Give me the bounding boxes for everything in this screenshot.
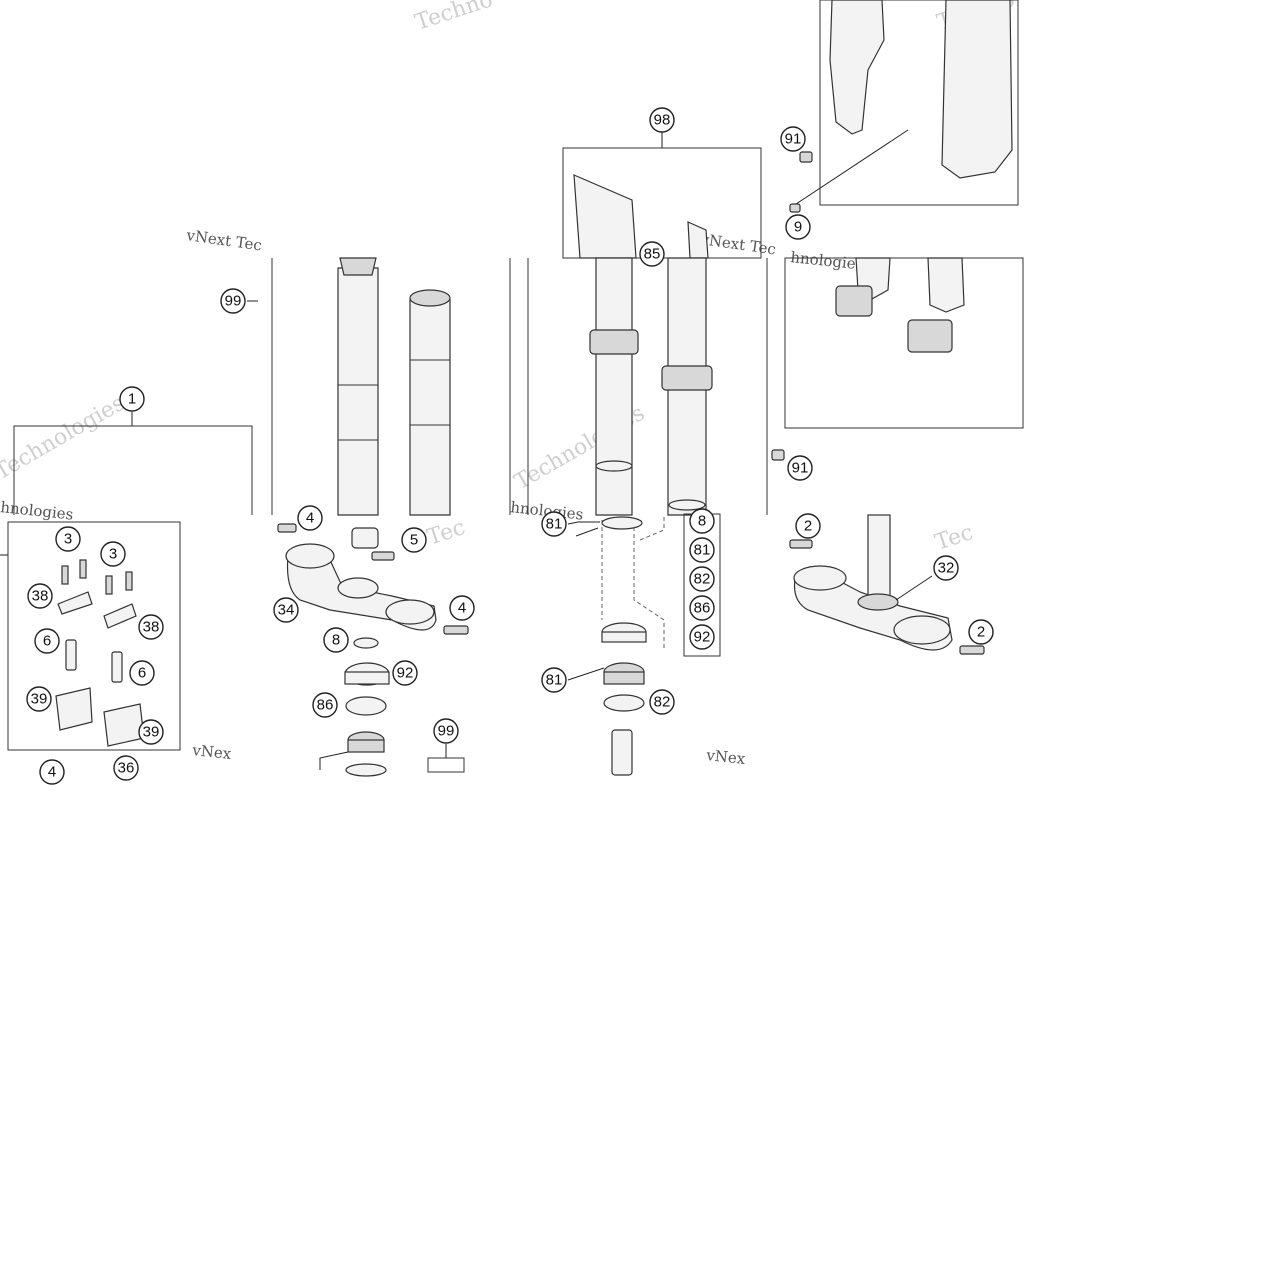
watermark-text: vNex xyxy=(191,741,233,763)
watermark-text: hnologies xyxy=(0,498,74,524)
svg-text:39: 39 xyxy=(143,724,160,741)
callout-32[interactable]: 32 xyxy=(933,555,959,581)
svg-text:6: 6 xyxy=(43,633,51,650)
svg-text:32: 32 xyxy=(938,560,955,577)
svg-text:38: 38 xyxy=(143,619,160,636)
svg-text:86: 86 xyxy=(317,697,334,714)
fork-inner-tubes xyxy=(247,257,511,516)
callout-91-top[interactable]: 91 xyxy=(780,126,806,152)
upper-triple-clamp-34 xyxy=(277,523,469,635)
watermark-text: vNex xyxy=(705,746,747,768)
svg-text:85: 85 xyxy=(644,246,661,263)
callout-86[interactable]: 92 xyxy=(392,660,418,686)
callout-36[interactable]: 36 xyxy=(113,755,139,781)
svg-text:3: 3 xyxy=(64,531,72,548)
watermark-text: Tec xyxy=(932,520,976,556)
svg-text:9: 9 xyxy=(794,219,802,236)
svg-text:34: 34 xyxy=(278,602,295,619)
callout-3-right[interactable]: 3 xyxy=(100,541,126,567)
watermark-text: Technologies xyxy=(0,391,129,485)
legend-callout-84[interactable]: 86 xyxy=(689,595,715,621)
watermark-text: vNext Tec xyxy=(184,226,263,255)
svg-text:2: 2 xyxy=(977,624,985,641)
svg-text:81: 81 xyxy=(546,516,563,533)
callout-3-left[interactable]: 3 xyxy=(55,526,81,552)
assembly-frame xyxy=(819,0,1019,206)
lower-triple-clamp-32 xyxy=(789,514,985,655)
callout-81-top[interactable]: 81 xyxy=(541,511,567,537)
callout-38-left[interactable]: 38 xyxy=(27,583,53,609)
callout-9[interactable]: 9 xyxy=(785,214,811,240)
callout-4-right[interactable]: 4 xyxy=(449,595,475,621)
callout-98[interactable]: 99 xyxy=(220,288,246,314)
steering-bearing-stack xyxy=(319,637,465,777)
svg-text:98: 98 xyxy=(654,112,671,129)
svg-text:82: 82 xyxy=(694,571,711,588)
callout-6-left[interactable]: 6 xyxy=(34,628,60,654)
svg-text:4: 4 xyxy=(306,510,314,527)
svg-text:92: 92 xyxy=(397,665,414,682)
callout-1[interactable]: 1 xyxy=(119,386,145,412)
watermark-text: vNext Tec xyxy=(698,230,777,259)
steering-stem-ghost xyxy=(567,515,665,776)
callout-39-right[interactable]: 39 xyxy=(138,719,164,745)
callout-2-top[interactable]: 2 xyxy=(795,513,821,539)
fork-stanchions xyxy=(527,257,768,516)
svg-text:92: 92 xyxy=(694,629,711,646)
callout-34[interactable]: 34 xyxy=(273,597,299,623)
svg-text:91: 91 xyxy=(785,131,802,148)
svg-text:6: 6 xyxy=(138,665,146,682)
fork-bottom-legs xyxy=(784,257,1024,429)
svg-text:8: 8 xyxy=(332,632,340,649)
nut-91 xyxy=(771,449,785,461)
svg-text:81: 81 xyxy=(546,672,563,689)
watermark-text: Tec xyxy=(424,515,468,551)
callout-5[interactable]: 5 xyxy=(401,527,427,553)
svg-text:82: 82 xyxy=(654,694,671,711)
svg-text:86: 86 xyxy=(694,600,711,617)
callout-4-bottom[interactable]: 4 xyxy=(39,759,65,785)
svg-text:91: 91 xyxy=(792,460,809,477)
callout-81-bottom[interactable]: 81 xyxy=(541,667,567,693)
callout-6-right[interactable]: 6 xyxy=(129,660,155,686)
callout-92[interactable]: 98 xyxy=(649,107,675,133)
callout-85[interactable]: 85 xyxy=(639,241,665,267)
callout-8[interactable]: 8 xyxy=(323,627,349,653)
watermark-text: Techno xyxy=(412,0,496,36)
callout-99[interactable]: 99 xyxy=(433,718,459,744)
fork-outer-tubes xyxy=(789,0,1019,209)
callout-39-left[interactable]: 39 xyxy=(26,686,52,712)
callout-91-mid[interactable]: 91 xyxy=(787,455,813,481)
svg-text:4: 4 xyxy=(458,600,466,617)
svg-text:81: 81 xyxy=(694,542,711,559)
bolt-91 xyxy=(799,151,813,163)
callout-2-bottom[interactable]: 2 xyxy=(968,619,994,645)
svg-text:39: 39 xyxy=(31,691,48,708)
legend-callout-8[interactable]: 8 xyxy=(689,508,715,534)
handlebar-clamp-assembly-1 xyxy=(0,412,253,751)
svg-text:99: 99 xyxy=(225,293,242,310)
watermark-text: hnologies xyxy=(790,248,865,274)
svg-text:99: 99 xyxy=(438,723,455,740)
svg-text:8: 8 xyxy=(698,513,706,530)
svg-text:2: 2 xyxy=(804,518,812,535)
svg-text:1: 1 xyxy=(128,391,136,408)
svg-text:4: 4 xyxy=(48,764,56,781)
svg-text:38: 38 xyxy=(32,588,49,605)
bolt-9 xyxy=(789,203,801,213)
callout-84[interactable]: 86 xyxy=(312,692,338,718)
callout-38-right[interactable]: 38 xyxy=(138,614,164,640)
legend-callout-86[interactable]: 92 xyxy=(689,624,715,650)
callout-82[interactable]: 82 xyxy=(649,689,675,715)
legend-callout-82[interactable]: 82 xyxy=(689,566,715,592)
callout-4-top[interactable]: 4 xyxy=(297,505,323,531)
svg-text:3: 3 xyxy=(109,546,117,563)
legend-callout-81[interactable]: 81 xyxy=(689,537,715,563)
svg-text:36: 36 xyxy=(118,760,135,777)
svg-text:5: 5 xyxy=(410,532,418,549)
